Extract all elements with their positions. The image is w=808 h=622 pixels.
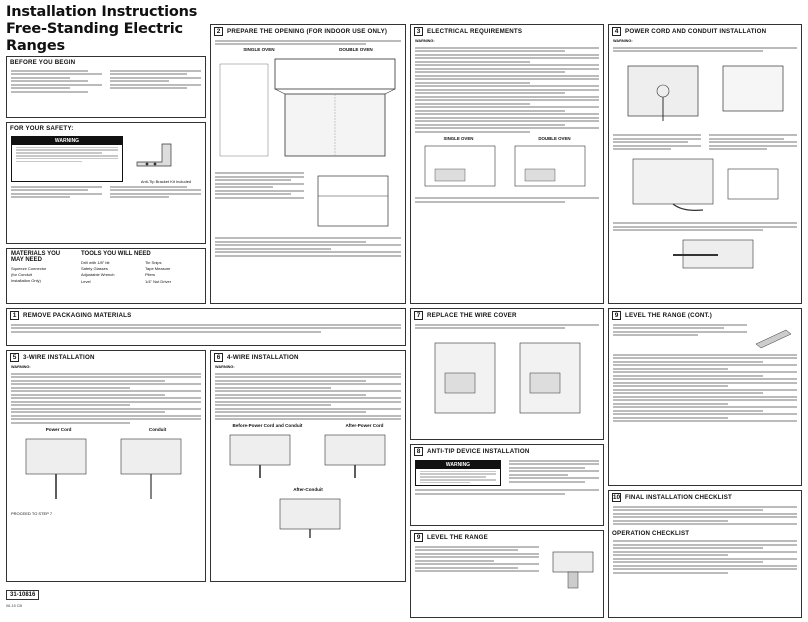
anti-tip-warning-header: WARNING	[416, 461, 500, 469]
after-conduit-caption: After-Conduit	[293, 487, 323, 492]
step-number: 9	[612, 311, 621, 320]
step-number: 9	[414, 533, 423, 542]
tool-item: Tape Measure	[145, 266, 171, 272]
step-number: 1	[10, 311, 19, 320]
step-number: 4	[612, 27, 621, 36]
step-9-cont-title: LEVEL THE RANGE (CONT.)	[625, 312, 712, 319]
safety-warning-header: WARNING	[12, 137, 122, 145]
material-item: Installation Only)	[11, 278, 41, 284]
wrench-icon	[755, 329, 792, 349]
step-number: 7	[414, 311, 423, 320]
anti-tip-label: Anti-Tip Bracket Kit Included	[140, 179, 192, 184]
title-line-1: Installation Instructions	[6, 4, 198, 20]
four-wire-warning: WARNING:	[215, 365, 235, 369]
step-5-title: 3-WIRE INSTALLATION	[23, 354, 95, 361]
three-wire-warning: WARNING:	[11, 365, 31, 369]
title-line-2: Free-Standing Electric Ranges	[6, 21, 183, 54]
power-cord-caption: Power Cord	[45, 426, 72, 432]
double-oven-label: DOUBLE OVEN	[339, 46, 373, 52]
step-number: 10	[612, 493, 621, 502]
before-you-begin-panel: BEFORE YOU BEGIN	[6, 56, 206, 118]
step-1-title: REMOVE PACKAGING MATERIALS	[23, 312, 132, 319]
tool-item: Adjustable Wrench	[81, 272, 115, 278]
step-4-panel: 4 POWER CORD AND CONDUIT INSTALLATION WA…	[608, 24, 802, 304]
electrical-warning: WARNING:	[415, 39, 435, 43]
step-6-title: 4-WIRE INSTALLATION	[227, 354, 299, 361]
tools-title: TOOLS YOU WILL NEED	[81, 251, 151, 257]
step-6-panel: 6 4-WIRE INSTALLATION WARNING: Before-Po…	[210, 350, 406, 582]
anti-tip-warning-box: WARNING	[415, 460, 501, 486]
anti-tip-bracket-icon	[136, 143, 172, 167]
tool-item: 1/4" Nut Driver	[145, 278, 172, 284]
step-5-panel: 5 3-WIRE INSTALLATION WARNING: Power Cor…	[6, 350, 206, 582]
outlet-location-diagram	[424, 145, 586, 186]
step-9-cont-panel: 9 LEVEL THE RANGE (CONT.)	[608, 308, 802, 486]
material-item: Squeeze Connector	[11, 266, 47, 271]
after-caption: After-Power Cord	[345, 423, 384, 428]
before-title: BEFORE YOU BEGIN	[10, 59, 76, 66]
before-caption: Before-Power Cord and Conduit	[232, 423, 303, 428]
tool-item: Level	[81, 278, 91, 284]
single-oven-label: SINGLE OVEN	[243, 46, 275, 52]
step-7-panel: 7 REPLACE THE WIRE COVER	[410, 308, 604, 440]
three-wire-diagram	[25, 438, 182, 499]
conduit-caption: Conduit	[148, 426, 167, 432]
after-conduit-diagram	[279, 498, 341, 538]
step-1-panel: 1 REMOVE PACKAGING MATERIALS	[6, 308, 406, 346]
double-oven-label: DOUBLE OVEN	[538, 135, 571, 141]
step-2-title: PREPARE THE OPENING (FOR INDOOR USE ONLY…	[227, 28, 388, 35]
strain-relief-diagram	[632, 158, 779, 211]
step-number: 5	[10, 353, 19, 362]
terminal-block-diagram	[627, 65, 784, 121]
leveling-leg-icon	[552, 551, 594, 589]
tool-item: Tin Snips	[145, 260, 162, 265]
tool-item: Drill with 1/8" bit	[81, 260, 110, 265]
wire-cover-diagram	[434, 342, 581, 413]
step-3-title: ELECTRICAL REQUIREMENTS	[427, 28, 523, 35]
step-number: 2	[214, 27, 223, 36]
opening-diagram	[219, 58, 396, 156]
cabinet-diagram	[317, 175, 389, 226]
step-2-panel: 2 PREPARE THE OPENING (FOR INDOOR USE ON…	[210, 24, 406, 304]
step-number: 6	[214, 353, 223, 362]
document-code: 31-10816	[6, 590, 40, 600]
step-3-panel: 3 ELECTRICAL REQUIREMENTS WARNING: SINGL…	[410, 24, 604, 304]
power-cord-warning: WARNING:	[613, 39, 633, 43]
step-number: 3	[414, 27, 423, 36]
step-10-title: FINAL INSTALLATION CHECKLIST	[625, 494, 732, 501]
step-9-panel: 9 LEVEL THE RANGE	[410, 530, 604, 618]
step-8-panel: 8 ANTI-TIP DEVICE INSTALLATION WARNING	[410, 444, 604, 526]
four-wire-diagram	[229, 434, 386, 478]
safety-warning-box: WARNING	[11, 136, 123, 182]
step-7-title: REPLACE THE WIRE COVER	[427, 312, 517, 319]
tool-item: Pliers	[145, 272, 156, 278]
material-item: (for Conduit	[11, 272, 32, 278]
materials-tools-panel: MATERIALS YOU MAY NEED Squeeze Connector…	[6, 248, 206, 304]
safety-panel: FOR YOUR SAFETY: WARNING Anti-Tip Bracke…	[6, 122, 206, 244]
step-number: 8	[414, 447, 423, 456]
step-8-title: ANTI-TIP DEVICE INSTALLATION	[427, 448, 530, 455]
conduit-diagram	[673, 239, 754, 268]
step-4-title: POWER CORD AND CONDUIT INSTALLATION	[625, 28, 767, 35]
step-10-panel: 10 FINAL INSTALLATION CHECKLIST OPERATIO…	[608, 490, 802, 618]
document-date: 06-15 CB	[6, 604, 23, 608]
step-9-title: LEVEL THE RANGE	[427, 534, 488, 541]
materials-title: MATERIALS YOU MAY NEED	[11, 251, 61, 263]
proceed-step-7: PROCEED TO STEP 7	[11, 510, 53, 516]
tool-item: Safety Glasses	[81, 266, 108, 272]
single-oven-label: SINGLE OVEN	[443, 135, 474, 141]
operation-title: OPERATION CHECKLIST	[612, 529, 690, 537]
safety-title: FOR YOUR SAFETY:	[10, 125, 74, 132]
